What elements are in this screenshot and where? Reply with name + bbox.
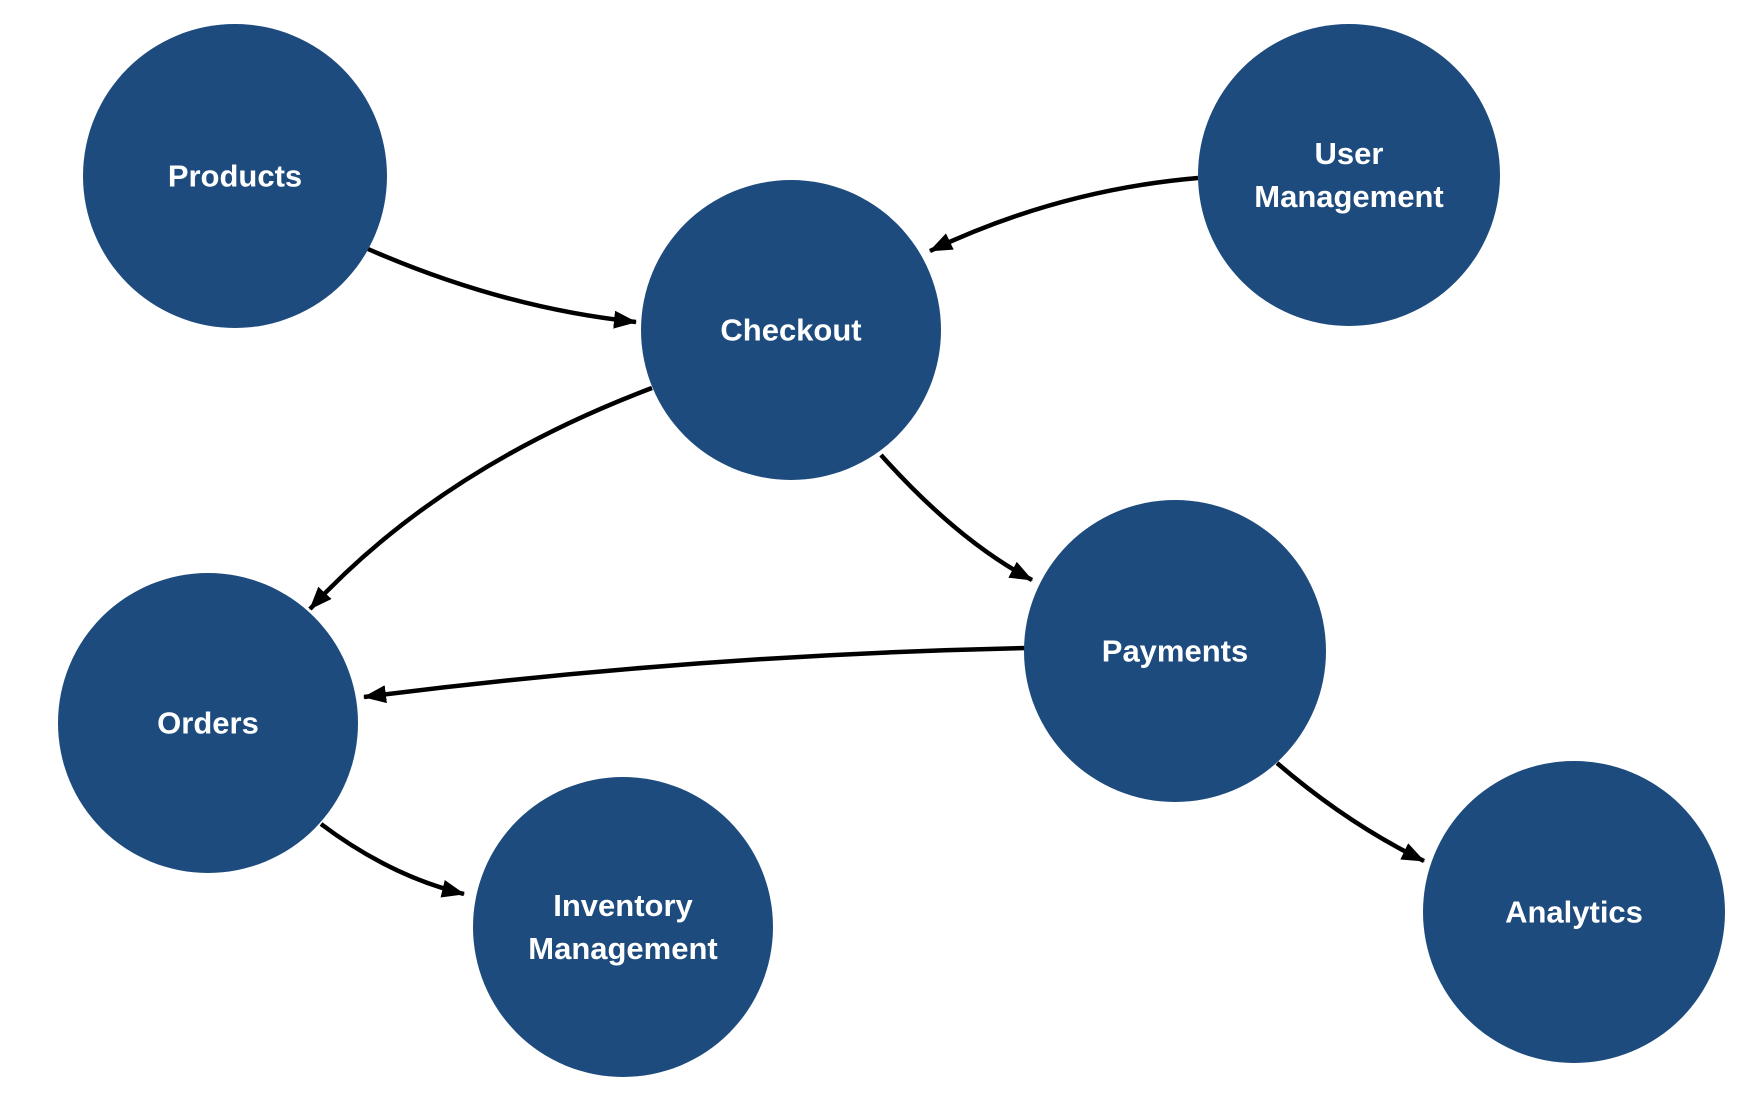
edge-checkout-to-payments (879, 453, 1034, 582)
node-products[interactable]: Products (83, 24, 387, 328)
node-checkout-circle[interactable] (641, 180, 941, 480)
edge-products-to-checkout (367, 246, 637, 329)
node-inventory-management-circle[interactable] (473, 777, 773, 1077)
node-payments[interactable]: Payments (1024, 500, 1326, 802)
node-checkout[interactable]: Checkout (641, 180, 941, 480)
edge-payments-to-analytics (1275, 761, 1425, 864)
edge-layer (308, 175, 1425, 898)
node-orders[interactable]: Orders (58, 573, 358, 873)
edge-orders-to-inventory-management (319, 822, 465, 898)
node-analytics-circle[interactable] (1423, 761, 1725, 1063)
node-user-management-circle[interactable] (1198, 24, 1500, 326)
edge-payments-to-orders (363, 645, 1027, 704)
node-analytics[interactable]: Analytics (1423, 761, 1725, 1063)
node-products-circle[interactable] (83, 24, 387, 328)
node-orders-circle[interactable] (58, 573, 358, 873)
edge-user-management-to-checkout (929, 175, 1199, 254)
node-payments-circle[interactable] (1024, 500, 1326, 802)
edge-checkout-to-orders (308, 385, 653, 611)
